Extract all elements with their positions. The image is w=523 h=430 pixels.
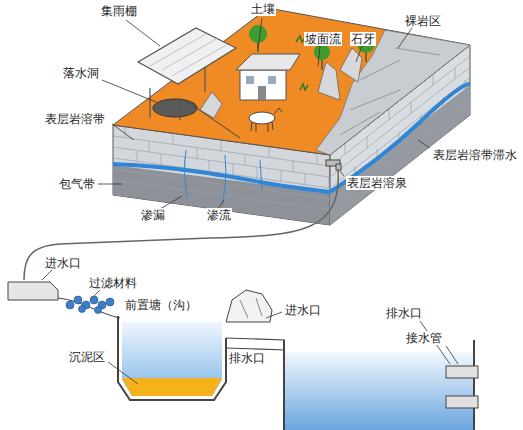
tree [314,44,330,60]
epikarst-water [113,164,330,192]
house-roof [236,54,300,70]
brick-line [113,180,330,210]
filter-media [66,296,114,314]
callout-label: 渗流 [206,208,232,222]
soil-surface [113,8,470,155]
stone-tooth [340,48,362,82]
callout-label: 排水口 [228,351,266,365]
window [246,76,254,84]
brick-line [137,151,138,162]
stone-tooth [200,92,222,118]
sediment [122,378,222,396]
rock-cracks [340,48,440,135]
channel [58,298,120,318]
brick-line [345,143,346,154]
callout-label: 进水口 [44,256,82,270]
callout-label: 包气带 [58,177,96,191]
guide-pipe [185,100,240,138]
drain-pipe [226,338,285,350]
brick-line [161,154,162,165]
brick-line [257,167,258,178]
brick-line [149,141,150,152]
seepage-line [223,155,226,204]
house-wall [240,70,286,100]
callout-label: 渗漏 [140,208,166,222]
brick-line [367,137,368,148]
brick-line [389,109,390,120]
brick-line [113,147,330,177]
brick-line [329,177,330,188]
door [258,86,266,100]
inlet-box [8,282,58,300]
outlet-pipe [446,366,478,378]
rock [226,290,272,322]
shrub [300,84,308,90]
callout-label: 石牙 [350,32,376,46]
goat-legs [251,108,282,132]
roof-lines [150,34,228,76]
brick-line [305,174,306,185]
brick-line [269,147,270,158]
brick-line [173,133,174,144]
forebay-wall [118,316,226,400]
goat [249,112,275,124]
brick-line [455,68,456,79]
brick-line [433,74,434,85]
brick-line [125,127,126,138]
brick-line [113,158,330,188]
callout-label: 前置塘（沟） [124,298,198,312]
callout-label: 土壤 [250,2,276,16]
left-face-lower [113,165,330,225]
tank-wall [284,340,474,430]
callout-label: 集雨棚 [100,4,138,18]
callout-label: 裸岩区 [404,14,442,28]
callout-label: 排水口 [385,306,423,320]
rain-shed-roof [138,28,236,84]
brick-line [245,154,246,165]
brick-line [221,140,222,151]
brick-line [293,161,294,172]
seepage-line [184,150,187,198]
tree [249,25,267,43]
brick-line [209,161,210,172]
callout-label: 表层岩溶带滞水 [432,148,518,162]
water-pipe [24,170,338,280]
tank-water [284,352,474,430]
window [268,76,276,84]
bare-rock-area [316,30,470,155]
callout-label: 接水管 [405,331,443,345]
brick-line [281,171,282,182]
callout-label: 落水洞 [62,66,100,80]
callout-label: 沉泥区 [68,350,106,364]
outlet-pipe [446,396,478,408]
brick-line [317,153,318,164]
leader-lines [42,18,458,384]
callout-label: 表层岩溶带 [44,112,106,126]
callout-label: 进水口 [284,303,322,317]
brick-line [411,102,412,113]
faucet [336,164,341,170]
callout-label: 坡面流 [304,32,342,46]
sinkhole [153,99,197,117]
callout-label: 表层岩溶泉 [346,176,408,190]
callout-label: 过滤材料 [88,276,138,290]
brick-line [233,164,234,175]
seepage-line [260,160,262,190]
brick-line [197,148,198,159]
forebay-water [122,322,222,396]
